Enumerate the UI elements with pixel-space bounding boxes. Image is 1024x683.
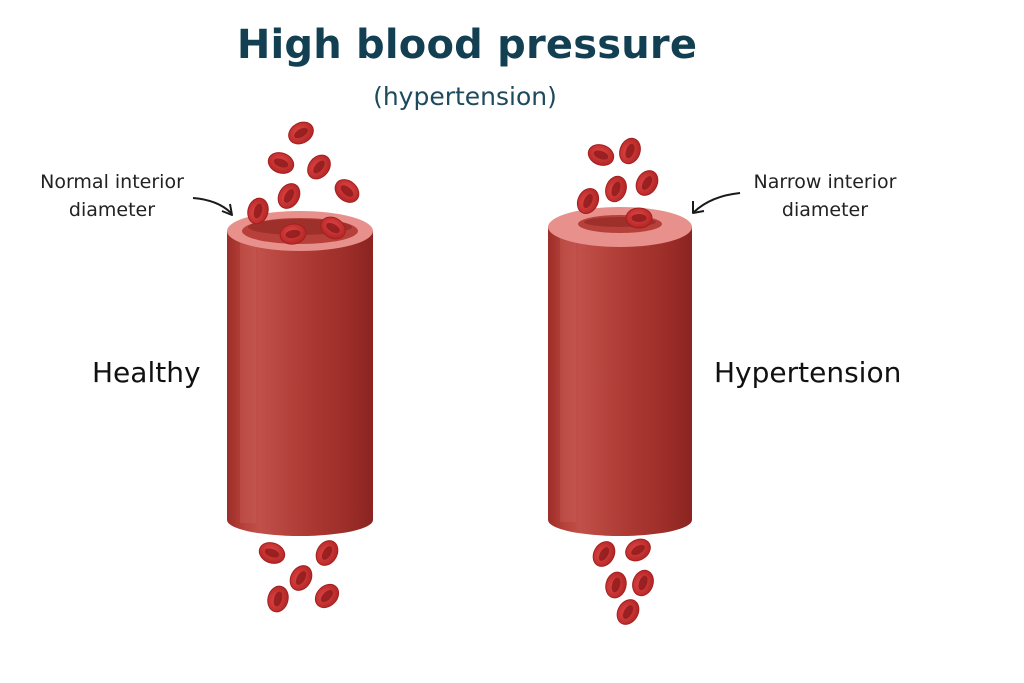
hypertension-annotation-line2: diameter xyxy=(781,199,869,221)
blood-cell xyxy=(631,166,663,200)
blood-cell xyxy=(621,534,655,566)
blood-cell xyxy=(628,566,658,600)
page-subtitle: (hypertension) xyxy=(373,82,557,111)
hypertension-vessel xyxy=(548,207,692,536)
hypertension-vessel-body xyxy=(548,227,692,536)
healthy-annotation-arrow xyxy=(192,197,233,216)
blood-cell xyxy=(330,174,364,208)
blood-cell xyxy=(255,538,289,568)
hypertension-label: Hypertension xyxy=(714,356,902,389)
hypertension-annotation: Narrow interior diameter xyxy=(735,168,915,224)
healthy-outflow-blood-cells xyxy=(255,536,344,615)
blood-cell xyxy=(612,595,644,629)
blood-cell xyxy=(285,561,317,595)
healthy-vessel-body xyxy=(227,231,373,536)
blood-cell xyxy=(601,172,631,206)
hypertension-outflow-blood-cells xyxy=(588,534,658,629)
blood-cell xyxy=(273,179,305,213)
blood-cell xyxy=(615,134,645,168)
healthy-vessel xyxy=(227,211,373,536)
blood-cell xyxy=(584,140,618,170)
blood-cell xyxy=(264,583,292,615)
healthy-annotation: Normal interior diameter xyxy=(22,168,202,224)
blood-cell xyxy=(625,207,653,229)
blood-cell xyxy=(588,537,620,571)
healthy-label: Healthy xyxy=(92,356,201,389)
blood-cell xyxy=(310,579,344,613)
blood-cell xyxy=(284,117,318,149)
blood-cell xyxy=(302,150,336,184)
blood-cell xyxy=(602,569,630,601)
healthy-annotation-line2: diameter xyxy=(68,199,156,221)
blood-cell xyxy=(311,536,343,570)
blood-cell xyxy=(264,148,298,178)
hypertension-annotation-line1: Narrow interior xyxy=(753,171,897,193)
page-title: High blood pressure xyxy=(236,22,698,68)
healthy-annotation-line1: Normal interior xyxy=(40,171,184,193)
hypertension-annotation-arrow xyxy=(692,192,741,214)
